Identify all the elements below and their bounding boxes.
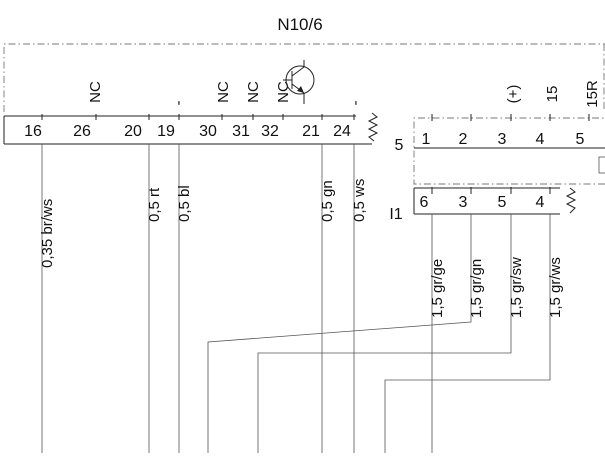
pin-number: 4 xyxy=(536,194,545,211)
pin-number: 32 xyxy=(261,123,279,140)
pin-number: 21 xyxy=(302,123,320,140)
pin-number: 24 xyxy=(333,123,351,140)
connector-break-zigzag xyxy=(367,112,379,142)
wire-label: 0,5 rt xyxy=(146,187,163,222)
right-connector-outline xyxy=(413,117,605,185)
pin-number: 3 xyxy=(459,194,468,211)
pin-number: 6 xyxy=(420,194,429,211)
pin-number: 2 xyxy=(459,131,468,148)
pin-number: 16 xyxy=(24,123,42,140)
pin-number: 30 xyxy=(199,123,217,140)
pin-label: - xyxy=(347,101,364,106)
pin-label: NC xyxy=(87,81,104,103)
connector-break-zigzag xyxy=(565,187,577,214)
pin-label: 15 xyxy=(544,86,561,103)
pin-label: - xyxy=(170,101,187,106)
wire-label: 0,5 gn xyxy=(319,180,336,222)
wire-gr-sw xyxy=(257,214,512,453)
wire-gr-gn xyxy=(207,214,472,453)
wire-gr-ws xyxy=(384,214,551,453)
pin-number: 20 xyxy=(124,123,142,140)
pin-label: NC xyxy=(245,81,262,103)
pin-number: 4 xyxy=(536,131,545,148)
connector-name: I1 xyxy=(389,206,402,223)
module-outline xyxy=(3,43,605,112)
pin-label: NC xyxy=(215,81,232,103)
pin-number: 5 xyxy=(498,194,507,211)
pin-number: 1 xyxy=(422,131,431,148)
pin-label: 15R xyxy=(584,80,601,108)
wire-label: 1,5 gr/sw xyxy=(508,257,525,318)
wire-label: 0,35 br/ws xyxy=(39,199,56,268)
wire-label: 1,5 gr/ws xyxy=(547,257,564,318)
pin-label: NC xyxy=(275,81,292,103)
pin-number: 31 xyxy=(232,123,250,140)
wire-label: 1,5 gr/ge xyxy=(429,259,446,318)
right-connector-slot xyxy=(598,156,605,174)
transistor-icon xyxy=(283,60,315,104)
pin-number: 3 xyxy=(498,131,507,148)
pin-label: (+) xyxy=(505,85,522,104)
pin-number: 26 xyxy=(73,123,91,140)
pin-number: 5 xyxy=(576,131,585,148)
pin-number: 19 xyxy=(157,123,175,140)
wire-label: 1,5 gr/gn xyxy=(468,259,485,318)
wire-label: 0,5 bl xyxy=(176,185,193,222)
connector-name: 5 xyxy=(395,137,404,154)
module-title: N10/6 xyxy=(277,15,322,34)
wire-label: 0,5 ws xyxy=(351,179,368,222)
